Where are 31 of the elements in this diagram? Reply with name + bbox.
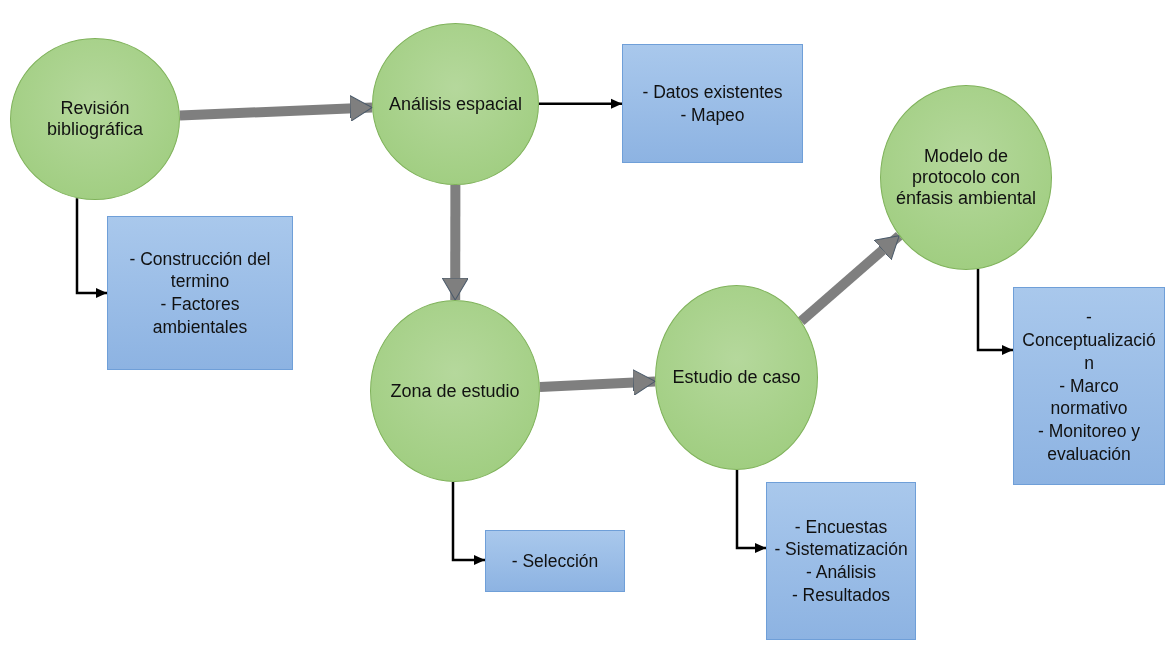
note-box xyxy=(1013,287,1165,485)
elbow-arrow xyxy=(735,470,766,553)
block-arrow xyxy=(179,94,373,122)
elbow-arrow xyxy=(539,98,622,109)
list-item: - Encuestas xyxy=(794,515,888,539)
list-item: - Factores ambientales xyxy=(151,293,249,339)
list-item: - Selección xyxy=(511,549,599,573)
list-item: - Construcción del termino xyxy=(128,247,272,293)
list-item: - Datos existentes xyxy=(642,80,783,104)
step-label: Revisión bibliográfica xyxy=(45,98,145,140)
elbow-arrow xyxy=(976,269,1013,355)
list-item: - Mapeo xyxy=(680,103,745,127)
list-item: - Monitoreo y evaluación xyxy=(1036,420,1142,466)
step-label: Estudio de caso xyxy=(672,367,801,388)
block-arrow xyxy=(539,368,656,396)
note-box xyxy=(485,530,625,592)
step-label: Zona de estudio xyxy=(390,380,520,402)
note-box xyxy=(766,482,916,640)
list-item: - Sistematización xyxy=(774,538,908,561)
step-label: Análisis espacial xyxy=(388,93,523,115)
list-item: - Análisis xyxy=(806,561,876,584)
note-box xyxy=(622,44,803,163)
block-arrow xyxy=(441,185,469,301)
step-label: Modelo de protocolo con énfasis ambiental xyxy=(894,146,1038,209)
elbow-arrow xyxy=(451,482,485,565)
list-item: - Marco normativo xyxy=(1049,374,1129,421)
note-box xyxy=(107,216,293,370)
block-arrow xyxy=(797,231,903,325)
elbow-arrow xyxy=(75,198,107,298)
list-item: - Conceptualización xyxy=(1021,306,1157,375)
list-item: - Resultados xyxy=(791,583,891,607)
